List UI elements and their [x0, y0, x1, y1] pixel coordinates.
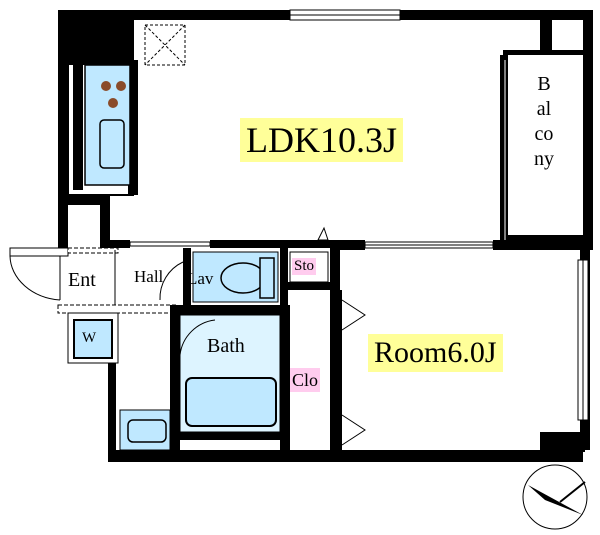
vent-icon: [144, 24, 186, 66]
storage-label: Sto: [292, 258, 317, 275]
stove-burner-1: [101, 81, 111, 91]
toilet-icon: [220, 262, 266, 294]
ldk-label: LDK10.3J: [240, 118, 403, 162]
washer-label: W: [82, 330, 97, 346]
bathtub-icon: [185, 377, 277, 427]
balcony-label: Balcony: [534, 73, 554, 170]
stove-burner-3: [108, 98, 118, 108]
lavatory-label: Lav: [187, 269, 214, 288]
washbasin-icon: [119, 409, 171, 451]
washer-area: [67, 312, 119, 364]
hall-label: Hall: [134, 267, 164, 286]
compass-icon: [522, 464, 588, 530]
lavatory-fixtures: [192, 251, 279, 303]
balcony-area: [500, 20, 583, 240]
kitchen-counter: [84, 64, 131, 186]
room-label: Room6.0J: [368, 334, 503, 372]
top-window: [289, 9, 401, 21]
sink-icon: [99, 119, 125, 169]
hall-door-swing: [159, 261, 184, 301]
closet-doors: [335, 290, 366, 450]
entrance-door: [9, 247, 119, 301]
entrance-label: Ent: [68, 269, 96, 291]
closet-label: Clo: [290, 368, 321, 392]
kitchen-wall-block: [67, 19, 138, 196]
bathroom: [179, 314, 281, 433]
ldk-door-openings: [129, 226, 494, 249]
stove-burner-2: [116, 81, 126, 91]
ldk-lower-wall: [110, 240, 583, 250]
room-right-window: [577, 259, 589, 421]
bath-label: Bath: [207, 335, 245, 357]
